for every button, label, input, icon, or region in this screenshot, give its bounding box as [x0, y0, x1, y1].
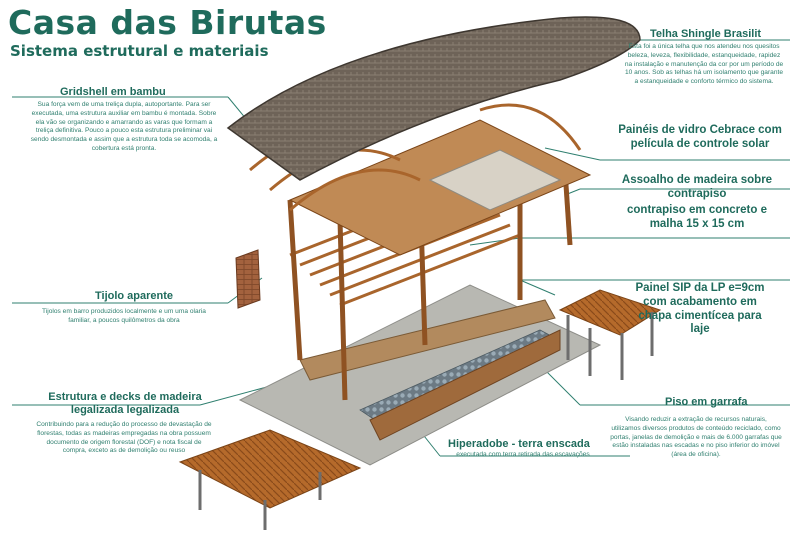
lower-deck: [178, 429, 362, 509]
label-contrapiso: contrapiso em concreto e malha 15 x 15 c…: [627, 204, 767, 230]
desc-hiperadobe: executada com terra retirada das escavaç…: [456, 451, 590, 458]
label-assoalho: Assoalho de madeira sobre contrapiso: [621, 174, 773, 200]
concrete-slab: [238, 284, 602, 466]
label-telha: Telha Shingle Brasilit: [650, 28, 762, 40]
brick-wall: [235, 249, 261, 309]
desc-telha: Esta foi a única telha que nos atendeu n…: [624, 43, 784, 86]
label-paineis: Painéis de vidro Cebrace com película de…: [618, 124, 782, 150]
hiperadobe-wall: [299, 299, 556, 381]
label-tijolo: Tijolo aparente: [95, 290, 174, 302]
front-wall: [369, 329, 561, 441]
label-estrutura: Estrutura e decks de madeira legalizada …: [48, 391, 202, 417]
label-gridshell: Gridshell em bambu: [60, 86, 166, 98]
page-subtitle: Sistema estrutural e materiais: [10, 42, 269, 60]
upper-floor: [288, 119, 592, 256]
desc-tijolo: Tijolos em barro produzidos localmente e…: [42, 308, 206, 324]
shingle-roof: [226, 16, 641, 181]
label-piso: Piso em garrafa: [665, 396, 748, 408]
side-deck-posts: [566, 312, 654, 380]
side-deck: [558, 289, 662, 336]
label-hiperadobe: Hiperadobe - terra enscada: [448, 438, 590, 450]
desc-estrutura: Contribuindo para a redução do processo …: [36, 421, 212, 455]
leader-lines: [12, 39, 790, 457]
glass-room: [428, 149, 562, 211]
desc-gridshell: Sua força vem de uma treliça dupla, auto…: [30, 101, 218, 152]
desc-piso: Visando reduzir a extração de recursos n…: [610, 416, 782, 459]
deck-posts: [198, 470, 322, 530]
page-title: Casa das Birutas: [8, 3, 327, 42]
label-sip: Painel SIP da LP e=9cm com acabamento em…: [635, 282, 765, 336]
